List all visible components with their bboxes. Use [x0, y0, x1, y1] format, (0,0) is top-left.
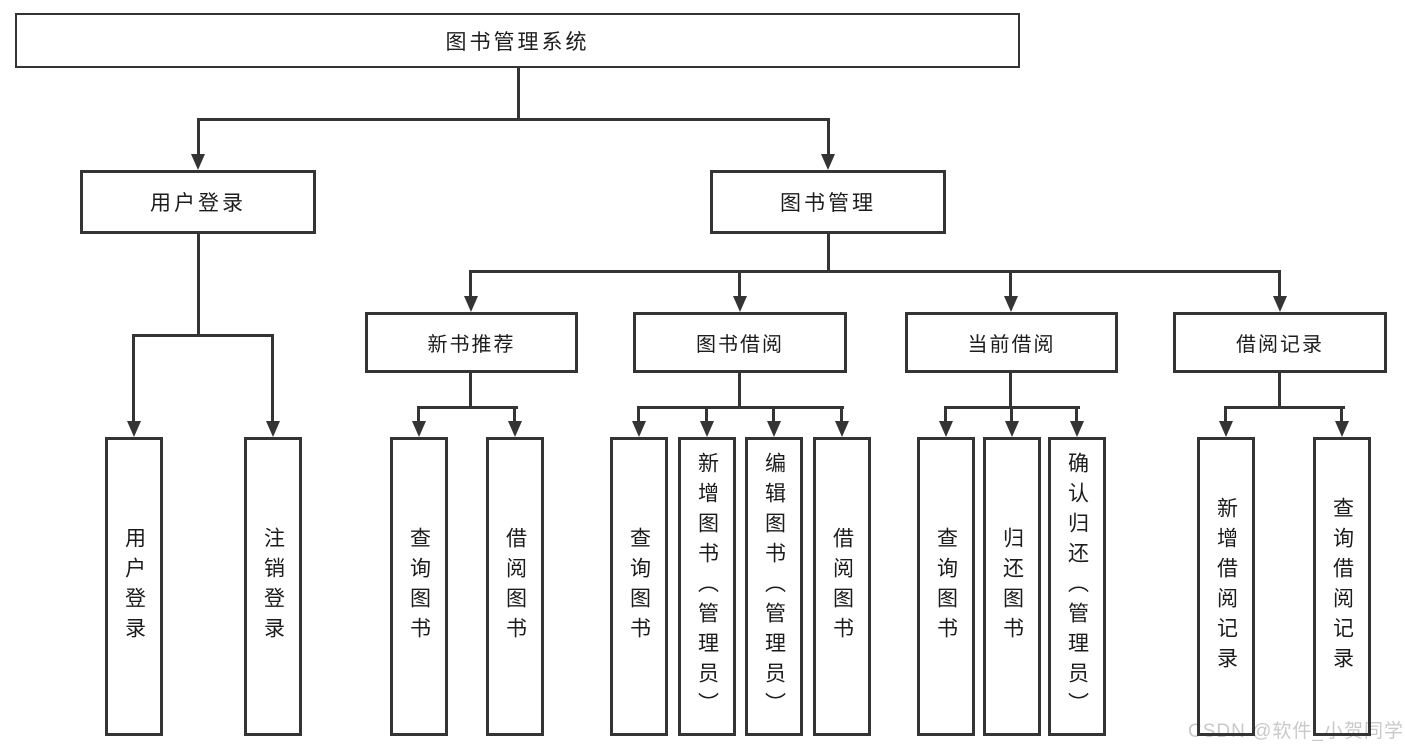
connector-line [1224, 406, 1345, 409]
arrow-down-icon [1273, 296, 1287, 312]
leaf-query-borrow-record: 查询借阅记录 [1313, 437, 1371, 736]
connector-line [738, 270, 741, 302]
arrow-down-icon [835, 421, 849, 437]
leaf-borrow-book-1: 借阅图书 [486, 437, 544, 736]
arrow-down-icon [821, 154, 835, 170]
connector-line [738, 373, 741, 408]
leaf-query-book-1: 查询图书 [390, 437, 448, 736]
connector-line [1009, 270, 1012, 302]
arrow-down-icon [1070, 421, 1084, 437]
connector-line [469, 270, 1281, 273]
arrow-down-icon [767, 421, 781, 437]
connector-line [637, 406, 640, 424]
leaf-query-book-3: 查询图书 [917, 437, 975, 736]
node-book-borrow: 图书借阅 [633, 312, 847, 373]
arrow-down-icon [939, 421, 953, 437]
arrow-down-icon [191, 154, 205, 170]
connector-line [1278, 373, 1281, 408]
csdn-watermark: CSDN @软件_小贺同学 [1188, 721, 1404, 742]
leaf-confirm-return-admin: 确认归还（管理员） [1048, 437, 1106, 736]
connector-line [469, 373, 472, 408]
leaf-logout: 注销登录 [244, 437, 302, 736]
node-current-borrow: 当前借阅 [905, 312, 1118, 373]
connector-line [132, 334, 274, 337]
leaf-add-book-admin: 新增图书（管理员） [678, 437, 736, 736]
connector-line [513, 406, 516, 424]
connector-line [469, 270, 472, 302]
arrow-down-icon [464, 296, 478, 312]
connector-line [1009, 373, 1012, 408]
arrow-down-icon [632, 421, 646, 437]
arrow-down-icon [1219, 421, 1233, 437]
arrow-down-icon [412, 421, 426, 437]
arrow-down-icon [1005, 421, 1019, 437]
connector-line [840, 406, 843, 424]
connector-line [1340, 406, 1343, 424]
connector-line [132, 334, 135, 426]
connector-line [417, 406, 518, 409]
arrow-down-icon [1004, 296, 1018, 312]
connector-line [705, 406, 708, 424]
connector-line [197, 233, 200, 336]
arrow-down-icon [1335, 421, 1349, 437]
connector-line [1010, 406, 1013, 424]
leaf-query-book-2: 查询图书 [610, 437, 668, 736]
connector-line [271, 334, 274, 426]
node-book-management: 图书管理 [710, 170, 946, 234]
connector-line [1075, 406, 1078, 424]
arrow-down-icon [508, 421, 522, 437]
leaf-add-borrow-record: 新增借阅记录 [1197, 437, 1255, 736]
connector-line [197, 118, 830, 121]
connector-line [637, 406, 844, 409]
connector-line [517, 67, 520, 120]
leaf-edit-book-admin: 编辑图书（管理员） [745, 437, 803, 736]
arrow-down-icon [700, 421, 714, 437]
leaf-borrow-book-2: 借阅图书 [813, 437, 871, 736]
connector-line [827, 118, 830, 158]
node-root-system: 图书管理系统 [15, 13, 1020, 68]
leaf-user-login: 用户登录 [105, 437, 163, 736]
connector-line [1224, 406, 1227, 424]
connector-line [772, 406, 775, 424]
connector-line [827, 233, 830, 272]
arrow-down-icon [266, 421, 280, 437]
node-user-login: 用户登录 [80, 170, 316, 234]
connector-line [417, 406, 420, 424]
leaf-return-book: 归还图书 [983, 437, 1041, 736]
connector-line [197, 118, 200, 158]
arrow-down-icon [127, 421, 141, 437]
connector-line [1278, 270, 1281, 302]
arrow-down-icon [733, 296, 747, 312]
node-borrow-records: 借阅记录 [1173, 312, 1387, 373]
connector-line [944, 406, 947, 424]
node-new-book-recommend: 新书推荐 [365, 312, 578, 373]
